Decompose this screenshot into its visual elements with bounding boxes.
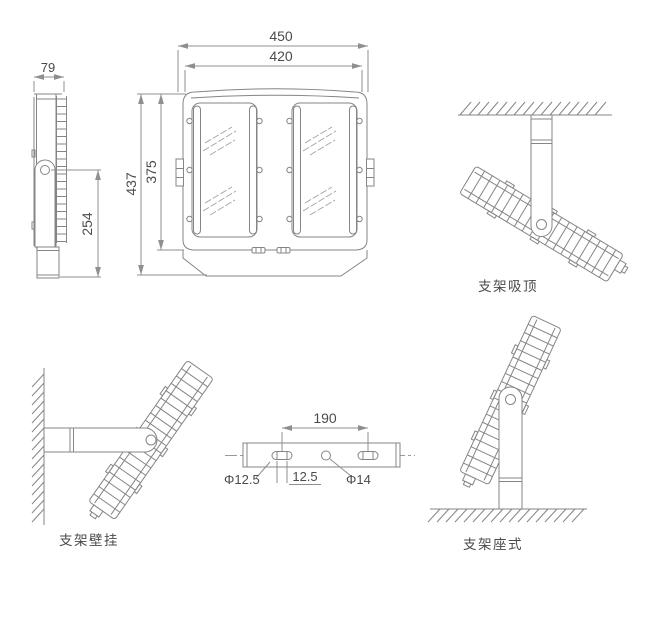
dim-plate-slot-diameter: Φ12.5 <box>224 472 260 487</box>
dim-front-outer-height: 437 <box>123 172 139 196</box>
caption-ceiling-mount: 支架吸顶 <box>478 279 538 294</box>
dim-front-glass-height: 375 <box>143 160 159 184</box>
wall-hatch <box>31 373 45 523</box>
pivot-hole <box>145 434 157 446</box>
dim-side-pivot-to-bottom: 254 <box>79 212 95 236</box>
ground-hatch <box>427 508 585 523</box>
wall-mount-view: 支架壁挂 <box>31 358 217 548</box>
center-hole <box>321 450 331 461</box>
pivot-hole <box>40 165 50 175</box>
base-mount-view: 支架座式 <box>427 313 587 552</box>
slot-hole-left <box>271 451 293 460</box>
ceiling-hatch <box>459 101 607 116</box>
pivot-hole <box>505 394 516 405</box>
dim-plate-center-hole: Φ14 <box>346 472 371 487</box>
bracket-plate-view: 190 Φ12.5 12.5 Φ14 <box>224 410 415 487</box>
dim-plate-hole-spacing: 190 <box>313 410 337 426</box>
base-bracket-post <box>498 386 523 510</box>
ceiling-bracket-arm <box>530 114 553 237</box>
dim-side-width: 79 <box>41 60 55 75</box>
front-view: 450 420 437 375 <box>123 28 375 277</box>
dim-front-outer-width: 450 <box>269 28 293 44</box>
dim-front-glass-width: 420 <box>269 48 293 64</box>
pivot-hole <box>536 219 547 230</box>
caption-wall-mount: 支架壁挂 <box>59 533 119 548</box>
frame-screws <box>186 117 363 223</box>
wall-bracket-arm <box>43 427 158 453</box>
ceiling-mount-view: 支架吸顶 <box>457 101 635 294</box>
caption-base-mount: 支架座式 <box>463 537 523 552</box>
slot-hole-right <box>357 451 379 460</box>
dim-plate-slot-note: 12.5 <box>292 469 317 484</box>
side-view: 79 254 <box>31 60 101 279</box>
